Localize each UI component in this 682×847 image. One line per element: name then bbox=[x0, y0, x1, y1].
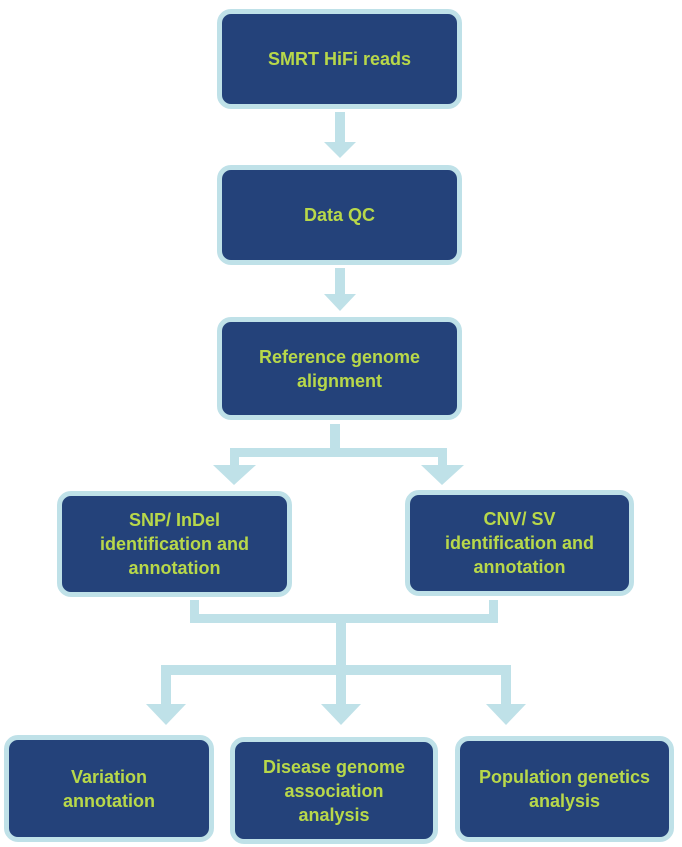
node-label: Disease genome association analysis bbox=[262, 756, 406, 825]
node-label: SMRT HiFi reads bbox=[267, 49, 412, 69]
arrow-to-disease bbox=[321, 704, 361, 725]
node-variation-annotation: Variation annotation bbox=[4, 735, 214, 842]
arrow-qc-to-align bbox=[324, 268, 356, 311]
node-smrt-hifi-reads: SMRT HiFi reads bbox=[217, 9, 462, 109]
node-label: Population genetics analysis bbox=[478, 767, 651, 811]
arrow-smrt-to-qc bbox=[324, 112, 356, 158]
arrow-to-population bbox=[486, 704, 526, 725]
node-label: SNP/ InDel identification and annotation bbox=[99, 510, 249, 578]
node-reference-alignment: Reference genome alignment bbox=[217, 317, 462, 420]
arrow-to-variation bbox=[146, 704, 186, 725]
node-snp-indel: SNP/ InDel identification and annotation bbox=[57, 491, 292, 597]
node-population-genetics: Population genetics analysis bbox=[455, 736, 674, 842]
arrow-align-to-cnv bbox=[421, 465, 464, 485]
node-label: Reference genome alignment bbox=[258, 346, 421, 391]
arrow-align-to-snp bbox=[213, 465, 256, 485]
node-disease-association: Disease genome association analysis bbox=[230, 737, 438, 844]
node-label: Variation annotation bbox=[63, 766, 155, 811]
merge-connector bbox=[161, 600, 511, 705]
split-connector-align bbox=[230, 424, 447, 466]
node-label: CNV/ SV identification and annotation bbox=[444, 509, 594, 577]
node-cnv-sv: CNV/ SV identification and annotation bbox=[405, 490, 634, 596]
node-label: Data QC bbox=[303, 205, 375, 225]
node-data-qc: Data QC bbox=[217, 165, 462, 265]
